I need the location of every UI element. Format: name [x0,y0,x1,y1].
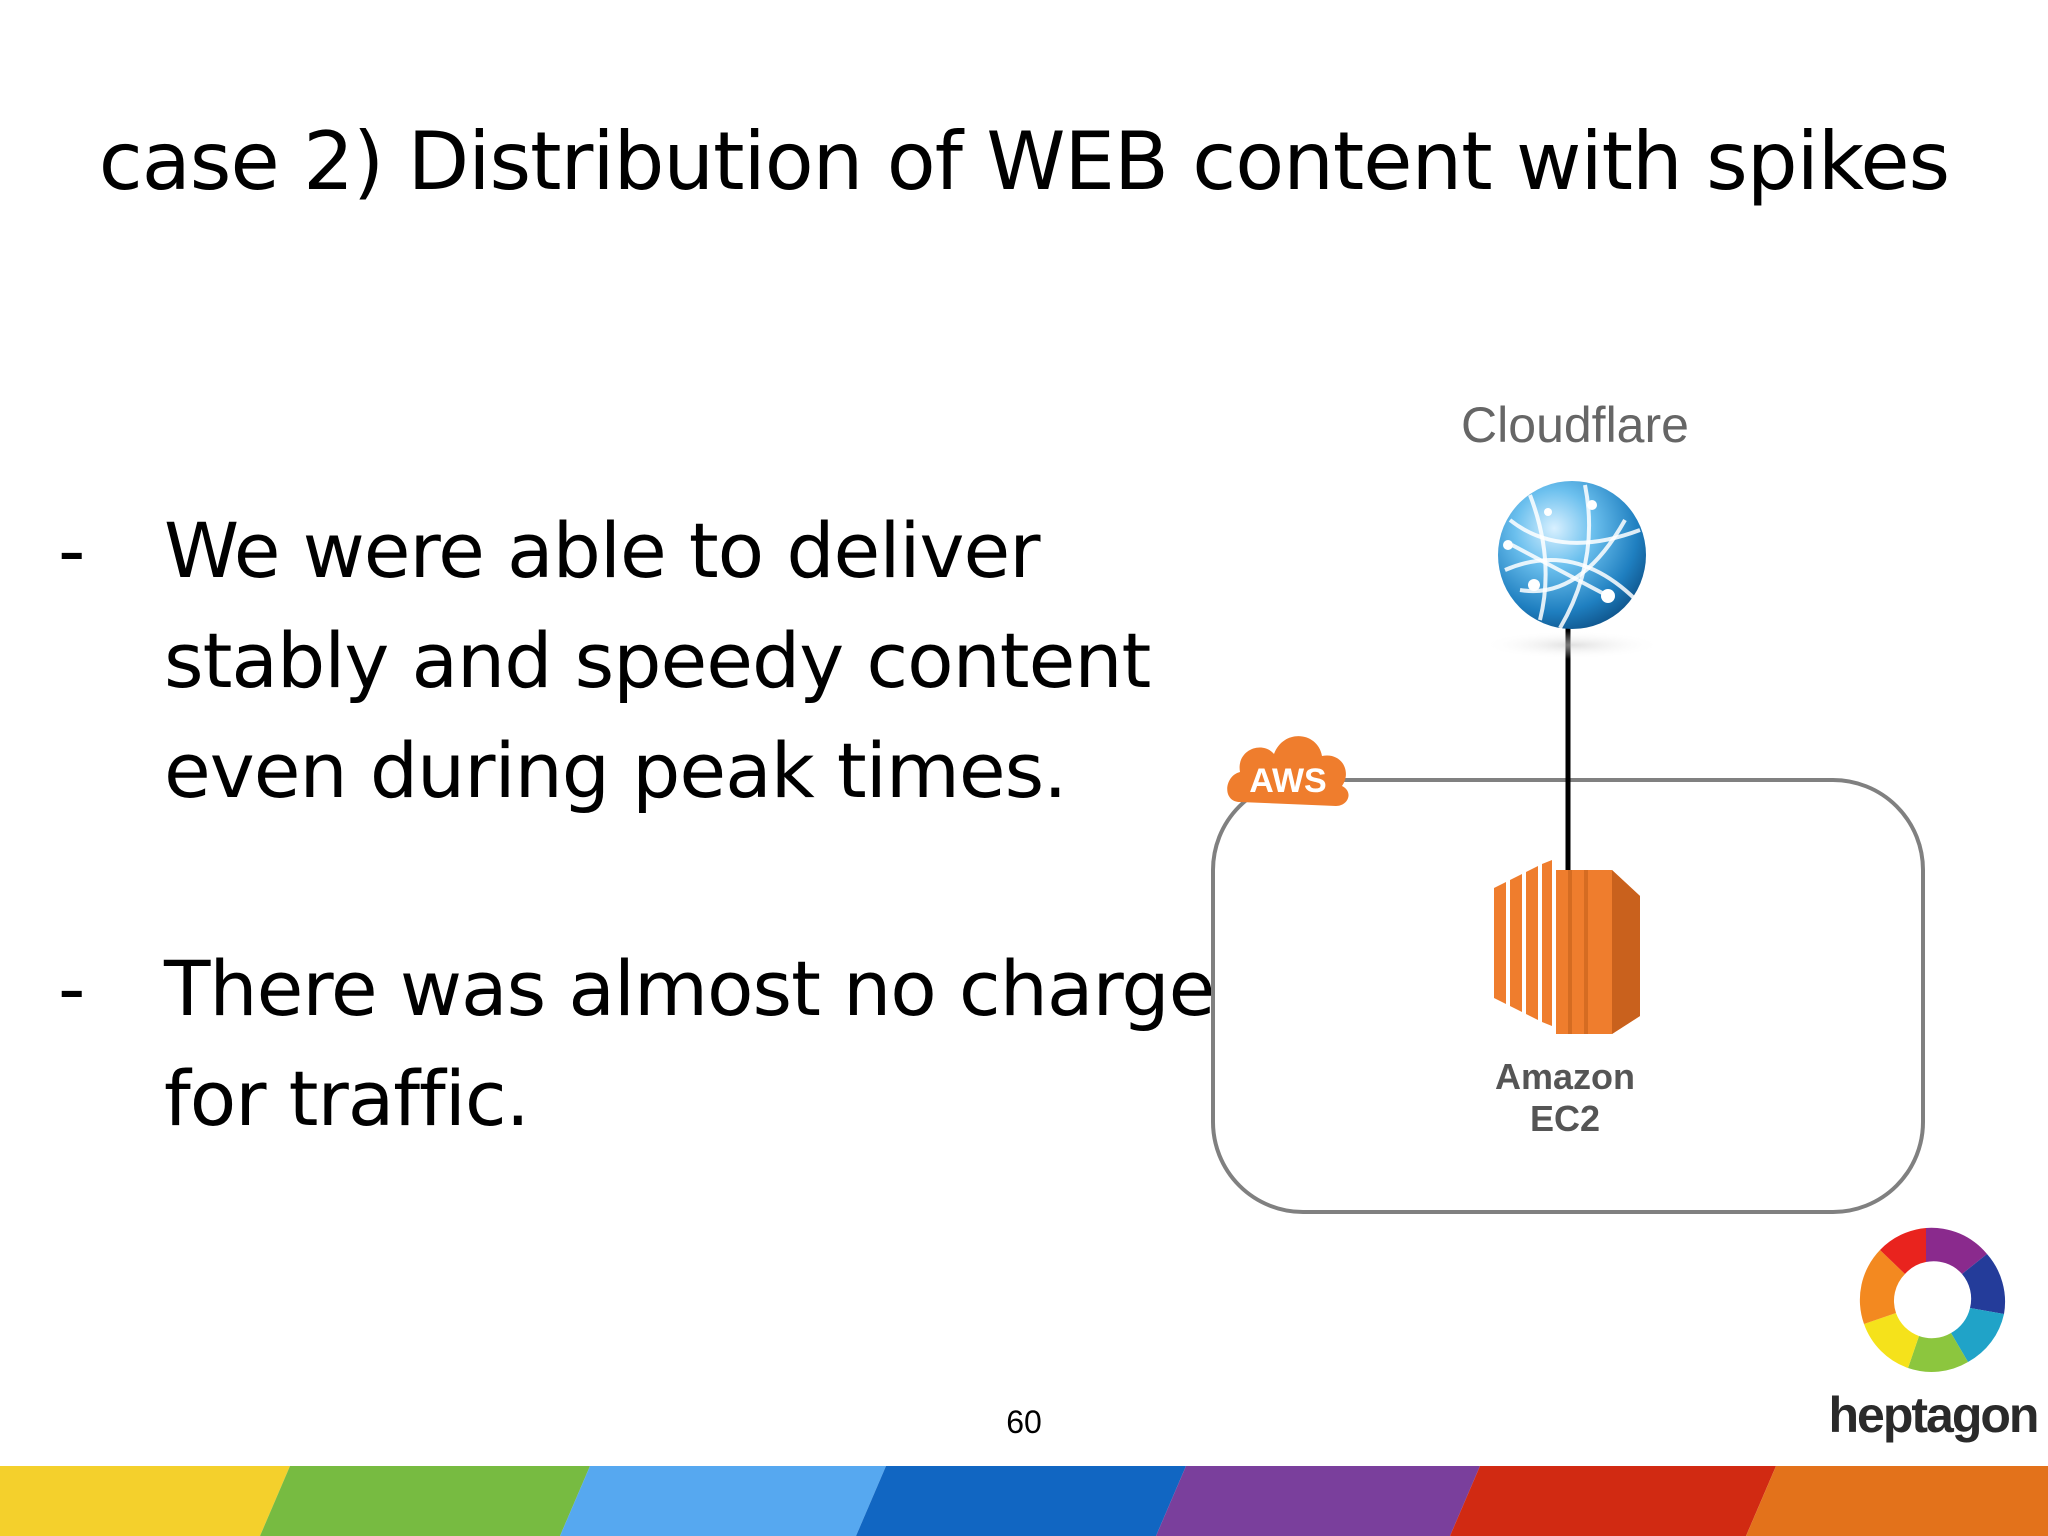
slide-title: case 2) Distribution of WEB content with… [98,115,1950,208]
aws-cloud-icon: AWS [1227,736,1349,806]
heptagon-logo-icon [1859,1227,2006,1372]
page-number: 60 [1006,1404,1042,1440]
ec2-label-line: EC2 [1529,1098,1601,1139]
bullet-dash: - [58,506,85,595]
ec2-label: Amazon EC2 [1470,1056,1660,1140]
cloudflare-label: Cloudflare [1461,397,1689,453]
aws-badge-text: AWS [1249,762,1326,800]
bullet-line: There was almost no charge [164,944,1215,1033]
ec2-label-line: Amazon [1494,1056,1635,1097]
ec2-instance-icon [1494,860,1640,1034]
bullet-dash: - [58,944,85,1033]
bullet-text: We were able to deliver stably and speed… [164,496,1151,826]
brand-name: heptagon [1828,1387,2040,1443]
bullet-line: even during peak times. [164,726,1067,815]
globe-icon [1482,481,1662,659]
bullet-line: We were able to deliver [164,506,1041,595]
bullet-line: for traffic. [164,1054,530,1143]
footer-color-stripes [0,1466,2048,1536]
bullet-text: There was almost no charge for traffic. [164,934,1215,1154]
bullet-line: stably and speedy content [164,616,1151,705]
